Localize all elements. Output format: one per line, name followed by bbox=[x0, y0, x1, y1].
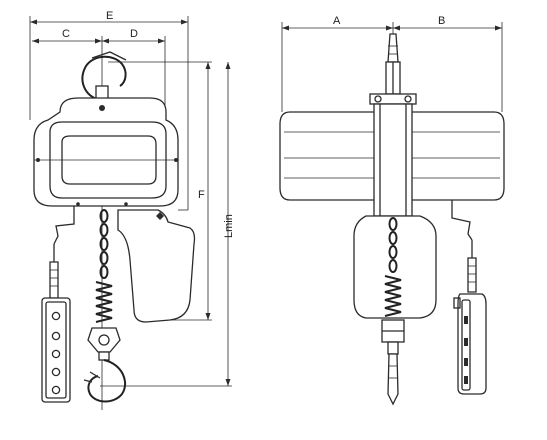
dimension-label-f: F bbox=[198, 189, 205, 201]
dimension-label-lmin: Lmin bbox=[223, 214, 235, 238]
pendant-button bbox=[51, 311, 61, 321]
pendant-cable-right bbox=[451, 200, 473, 258]
dimension-label-a: A bbox=[333, 15, 341, 27]
pendant-cable-left bbox=[53, 206, 75, 262]
dimension-label-d: D bbox=[130, 28, 138, 40]
dimension-f: F bbox=[198, 62, 211, 320]
pendant-control-left bbox=[41, 261, 71, 403]
dimension-lmin: Lmin bbox=[223, 62, 235, 386]
bottom-hook-block bbox=[87, 327, 121, 361]
load-chain-left bbox=[99, 209, 109, 279]
dimension-label-c: C bbox=[62, 28, 70, 40]
top-hook bbox=[81, 51, 212, 101]
side-bottom-hook bbox=[387, 353, 399, 406]
side-frame bbox=[369, 93, 417, 105]
hoist-body bbox=[33, 97, 188, 211]
side-view: A B bbox=[279, 15, 505, 406]
pendant-button bbox=[51, 367, 61, 377]
dimension-e: E bbox=[29, 10, 189, 210]
bottom-hook bbox=[83, 359, 232, 403]
pendant-control-right bbox=[453, 257, 487, 395]
chain-container bbox=[117, 209, 212, 323]
side-hook-block bbox=[381, 319, 405, 355]
side-motor-housing bbox=[279, 103, 505, 217]
front-view: E C D bbox=[29, 10, 235, 410]
dimension-label-b: B bbox=[438, 15, 445, 27]
pendant-button bbox=[51, 349, 61, 359]
dimension-label-e: E bbox=[106, 10, 113, 22]
side-top-hook bbox=[385, 33, 401, 95]
pendant-button bbox=[51, 385, 61, 395]
chain-spring-left bbox=[95, 281, 113, 323]
pendant-button bbox=[51, 331, 61, 341]
chain-spring-right bbox=[384, 275, 402, 317]
load-chain-right bbox=[388, 217, 398, 273]
side-chain-container bbox=[353, 215, 437, 319]
